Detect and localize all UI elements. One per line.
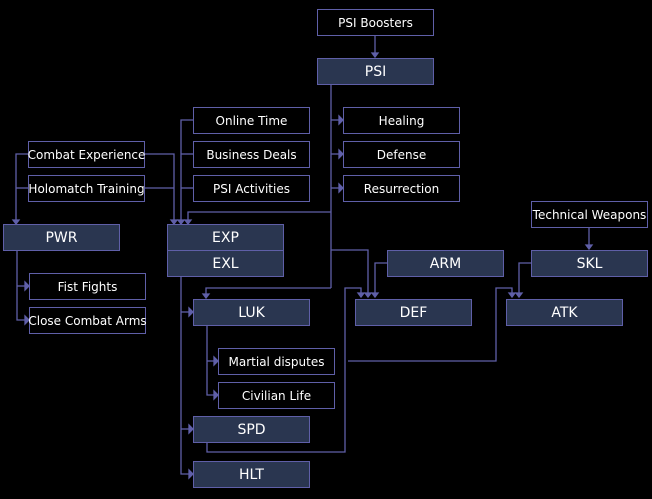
node-online-time: Online Time xyxy=(193,107,310,134)
node-skl: SKL xyxy=(531,250,648,277)
node-exl: EXL xyxy=(167,250,284,277)
node-spd: SPD xyxy=(193,416,310,443)
node-pwr: PWR xyxy=(3,224,120,251)
node-exp: EXP xyxy=(167,224,284,251)
node-close-combat-arms: Close Combat Arms xyxy=(28,307,147,334)
node-atk: ATK xyxy=(506,299,623,326)
node-healing: Healing xyxy=(343,107,460,134)
node-luk: LUK xyxy=(193,299,310,326)
node-psi-boosters: PSI Boosters xyxy=(317,9,434,36)
node-fist-fights: Fist Fights xyxy=(29,273,146,300)
node-resurrection: Resurrection xyxy=(343,175,460,202)
node-martial-disputes: Martial disputes xyxy=(218,348,335,375)
node-civilian-life: Civilian Life xyxy=(218,382,335,409)
node-defense: Defense xyxy=(343,141,460,168)
node-psi: PSI xyxy=(317,58,434,85)
node-psi-activities: PSI Activities xyxy=(193,175,310,202)
node-business-deals: Business Deals xyxy=(193,141,310,168)
node-hlt: HLT xyxy=(193,461,310,488)
node-def: DEF xyxy=(355,299,472,326)
node-arm: ARM xyxy=(387,250,504,277)
node-technical-weapons: Technical Weapons xyxy=(531,201,648,228)
node-combat-experience: Combat Experience xyxy=(28,141,145,168)
node-holomatch-training: Holomatch Training xyxy=(28,175,145,202)
